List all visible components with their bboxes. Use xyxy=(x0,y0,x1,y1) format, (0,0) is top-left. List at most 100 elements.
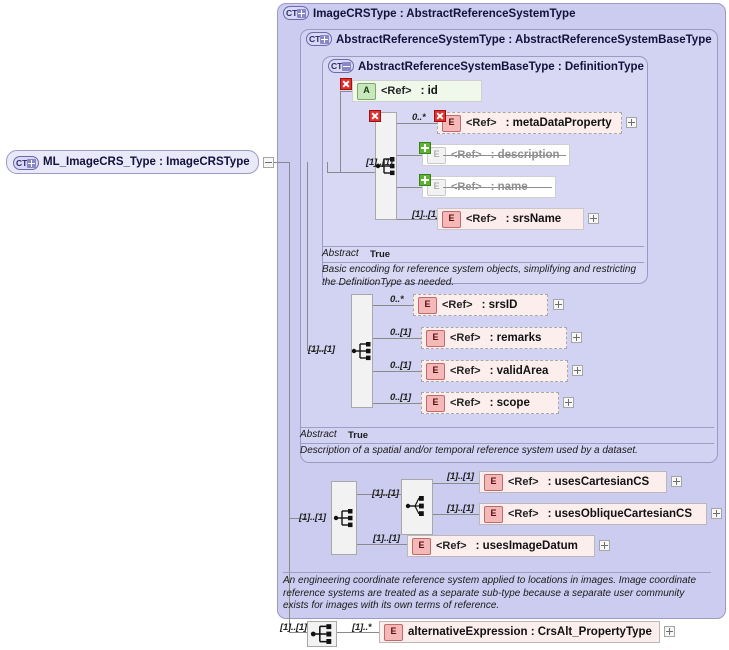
annotation-imagecrs: An engineering coordinate reference syst… xyxy=(283,572,711,614)
root-type-label: ML_ImageCRS_Type : ImageCRSType xyxy=(43,156,250,168)
node-name-remarks: : remarks xyxy=(489,332,542,344)
node-ref-srsid: <Ref> xyxy=(442,299,473,311)
divider xyxy=(283,572,711,573)
element-icon: E xyxy=(426,394,445,412)
connector xyxy=(373,403,421,404)
node-usesimagedatum[interactable]: E <Ref> : usesImageDatum xyxy=(407,535,595,557)
container-title-abstractreferencesystemtype: AbstractReferenceSystemType : AbstractRe… xyxy=(336,34,712,46)
node-alternativeexpression[interactable]: E alternativeExpression : CrsAlt_Propert… xyxy=(379,621,660,643)
node-scope[interactable]: E <Ref> : scope xyxy=(421,392,559,414)
divider xyxy=(322,246,644,247)
root-type-box[interactable]: CT ML_ImageCRS_Type : ImageCRSType xyxy=(6,150,259,174)
connector xyxy=(289,162,290,632)
node-ref-validarea: <Ref> xyxy=(450,365,481,377)
sequence-icon-base xyxy=(375,157,395,176)
sequence-icon-root xyxy=(310,624,332,644)
connector xyxy=(373,305,413,306)
element-icon: E xyxy=(442,210,461,228)
connector xyxy=(340,91,352,92)
sequence-icon-refsys xyxy=(351,342,371,361)
ct-badge-abstractreferencesystembasetype[interactable]: CT xyxy=(328,59,354,73)
connector xyxy=(397,123,437,124)
ct-badge-abstractreferencesystemtype[interactable]: CT xyxy=(306,32,332,46)
strikethrough-line xyxy=(443,155,566,156)
node-ref-id: <Ref> xyxy=(381,85,412,97)
node-usescartesiancs[interactable]: E <Ref> : usesCartesianCS xyxy=(479,471,667,493)
node-name-usescartesiancs: : usesCartesianCS xyxy=(547,476,650,488)
abstract-value-base: True xyxy=(370,249,391,260)
cardinality-sequence-root: [1]..[1] xyxy=(280,622,307,633)
expand-icon-remarks[interactable] xyxy=(571,332,582,343)
node-srsname[interactable]: E <Ref> : srsName xyxy=(437,208,584,230)
element-icon: E xyxy=(418,296,437,314)
expand-icon-usescartesiancs[interactable] xyxy=(671,476,682,487)
ct-badge-imagecrstype[interactable]: CT xyxy=(283,6,309,20)
choice-icon-cs xyxy=(405,496,424,516)
prohibited-icon-sequence-base xyxy=(369,110,381,122)
node-ref-scope: <Ref> xyxy=(450,397,481,409)
connector xyxy=(357,494,401,495)
connector xyxy=(337,632,379,633)
expand-icon-metadataproperty[interactable] xyxy=(626,117,637,128)
cardinality-sequence-imagecrs: [1]..[1] xyxy=(299,512,326,523)
element-icon: E xyxy=(484,473,503,491)
expand-icon-usesobliquecartesiancs[interactable] xyxy=(711,508,722,519)
node-metadataproperty[interactable]: E <Ref> : metaDataProperty xyxy=(437,112,622,134)
node-id[interactable]: A <Ref> : id xyxy=(352,80,482,102)
expand-icon-scope[interactable] xyxy=(563,397,574,408)
element-icon: E xyxy=(442,114,461,132)
container-title-abstractreferencesystembasetype: AbstractReferenceSystemBaseType : Defini… xyxy=(358,61,644,73)
cardinality-srsid: 0..* xyxy=(390,294,404,305)
connector xyxy=(289,632,307,633)
divider xyxy=(300,427,714,428)
connector xyxy=(373,338,421,339)
node-name-id: : id xyxy=(420,85,438,97)
connector xyxy=(307,162,308,350)
connector xyxy=(307,350,327,351)
node-ref-remarks: <Ref> xyxy=(450,332,481,344)
node-name-srsid: : srsID xyxy=(481,299,518,311)
divider xyxy=(300,443,714,444)
compositor-choice-cs[interactable] xyxy=(401,479,433,535)
added-icon-name xyxy=(419,174,431,186)
expand-icon-validarea[interactable] xyxy=(572,365,583,376)
node-remarks[interactable]: E <Ref> : remarks xyxy=(421,327,567,349)
cardinality-metadataproperty: 0..* xyxy=(412,112,426,123)
cardinality-usescartesiancs: [1]..[1] xyxy=(447,471,474,482)
cardinality-alternativeexpression: [1]..* xyxy=(352,622,372,633)
node-name-srsname: : srsName xyxy=(505,213,562,225)
container-title-imagecrstype: ImageCRSType : AbstractReferenceSystemTy… xyxy=(313,8,576,20)
expand-icon-srsname[interactable] xyxy=(588,213,599,224)
node-usesobliquecartesiancs[interactable]: E <Ref> : usesObliqueCartesianCS xyxy=(479,503,707,525)
node-description[interactable]: E <Ref> : description xyxy=(422,144,570,166)
cardinality-usesobliquecartesiancs: [1]..[1] xyxy=(447,503,474,514)
element-icon: E xyxy=(484,505,503,523)
root-collapse-icon[interactable] xyxy=(263,157,274,168)
documentation-base: Basic encoding for reference system obje… xyxy=(322,264,637,288)
connector xyxy=(397,155,422,156)
connector xyxy=(274,162,289,163)
node-srsid[interactable]: E <Ref> : srsID xyxy=(413,294,548,316)
documentation-imagecrs: An engineering coordinate reference syst… xyxy=(283,575,697,611)
connector xyxy=(357,544,407,545)
abstract-label-refsys: Abstract xyxy=(300,429,337,440)
node-name[interactable]: E <Ref> : name xyxy=(422,176,556,198)
annotation-refsys: Abstract True Description of a spatial a… xyxy=(300,427,714,457)
expand-icon-alternativeexpression[interactable] xyxy=(664,626,675,637)
node-ref-usescartesiancs: <Ref> xyxy=(508,476,539,488)
cardinality-srsname: [1]..[1] xyxy=(412,209,439,220)
prohibited-icon-id xyxy=(340,78,352,90)
node-ref-usesimagedatum: <Ref> xyxy=(436,540,467,552)
connector xyxy=(433,483,479,484)
added-icon-description xyxy=(419,142,431,154)
annotation-base: Abstract True Basic encoding for referen… xyxy=(322,246,644,288)
connector xyxy=(340,91,341,172)
node-validarea[interactable]: E <Ref> : validArea xyxy=(421,360,568,382)
sequence-icon-imagecrs xyxy=(333,509,353,528)
ct-badge-root[interactable]: CT xyxy=(13,156,39,170)
connector xyxy=(327,172,375,173)
expand-icon-srsid[interactable] xyxy=(553,299,564,310)
expand-icon-usesimagedatum[interactable] xyxy=(599,540,610,551)
abstract-label-base: Abstract xyxy=(322,248,359,259)
